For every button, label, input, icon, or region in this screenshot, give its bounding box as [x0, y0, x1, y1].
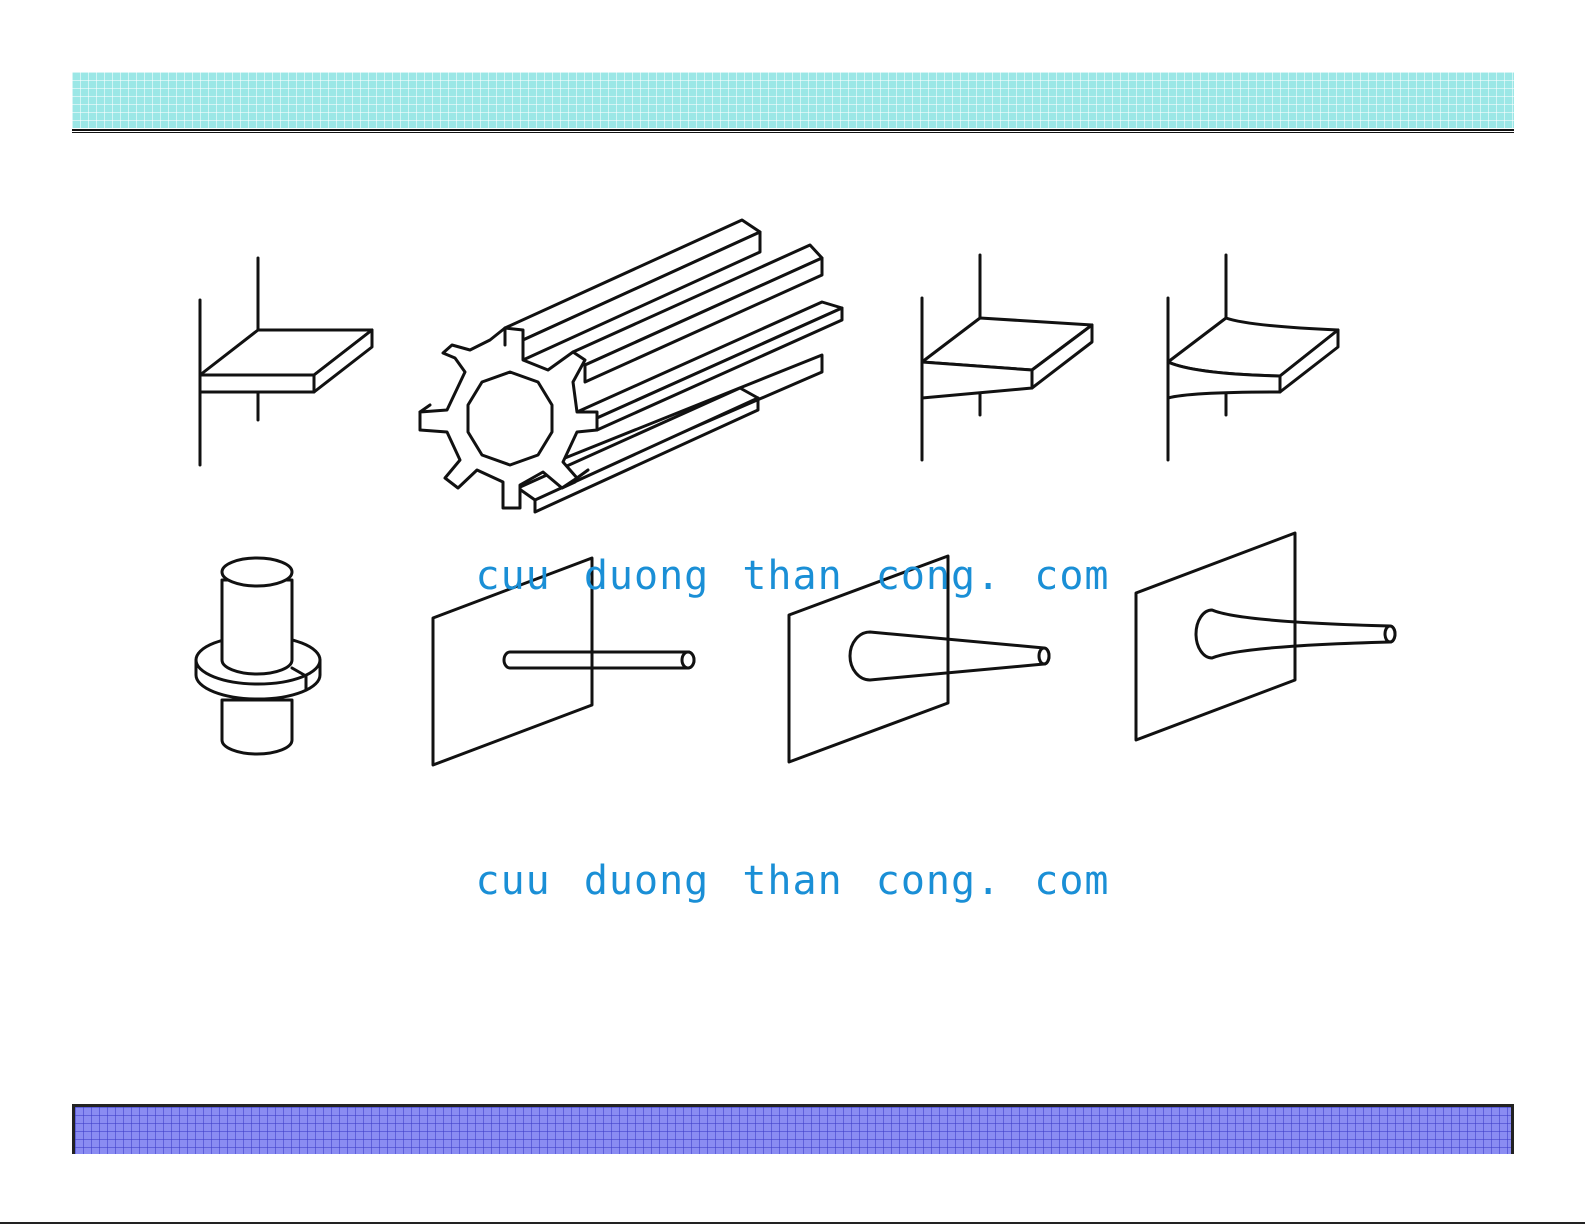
figure-tapered-plate-on-wall: [922, 255, 1092, 460]
figure-curved-tapered-plate-on-wall: [1168, 255, 1338, 460]
watermark-text-2: cuu duong than cong. com: [0, 858, 1585, 904]
footer-band: [72, 1104, 1514, 1154]
figure-finned-tube: [420, 220, 842, 512]
watermark-text: cuu duong than cong. com: [0, 553, 1585, 599]
bottom-line: [0, 1222, 1585, 1224]
figure-flat-plate-on-wall: [200, 258, 372, 465]
